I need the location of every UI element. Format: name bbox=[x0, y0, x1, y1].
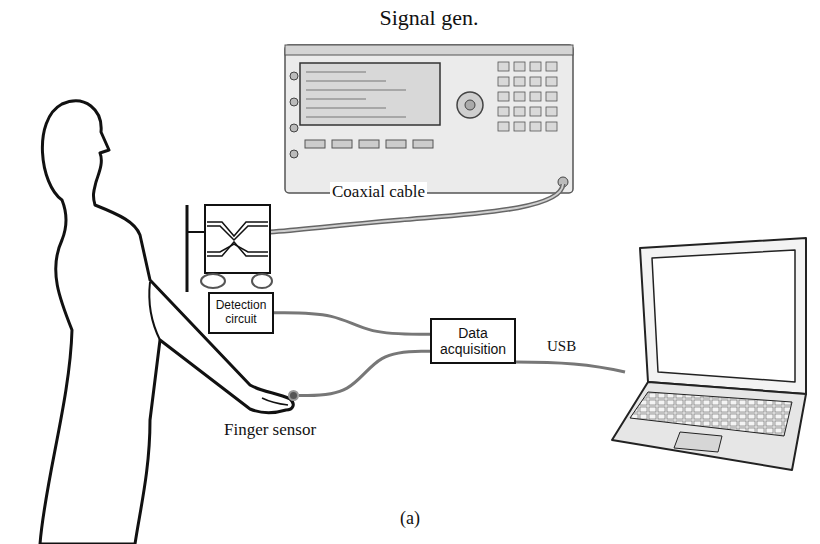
data-acquisition-box: Data acquisition bbox=[430, 318, 516, 364]
usb-cable bbox=[515, 362, 625, 372]
device-label: Finger sensor bbox=[222, 420, 318, 440]
cable-label: USB bbox=[545, 338, 578, 355]
box-label: Data acquisition bbox=[436, 325, 510, 357]
signal-generator-image bbox=[285, 45, 573, 193]
antenna-coupler bbox=[187, 205, 272, 292]
finger-sensor: Finger sensor bbox=[288, 390, 299, 401]
signal-wire bbox=[299, 351, 430, 395]
box-label: Detection circuit bbox=[214, 299, 268, 327]
detection-circuit-box: Detection circuit bbox=[208, 292, 274, 334]
cable-label: Coaxial cable bbox=[330, 182, 427, 202]
device-label: Signal gen. bbox=[378, 5, 481, 31]
person-figure bbox=[40, 101, 293, 544]
signal-generator: Signal gen. bbox=[285, 45, 573, 193]
laptop-image bbox=[612, 238, 806, 470]
figure-caption: (a) bbox=[398, 508, 422, 529]
signal-wire bbox=[274, 313, 430, 334]
